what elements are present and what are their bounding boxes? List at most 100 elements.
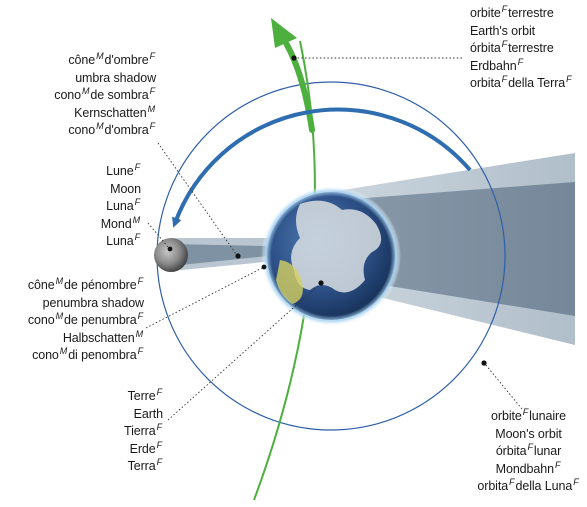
earth-term-4: TerraF (124, 458, 163, 476)
gender-mark: F (156, 387, 163, 397)
earth-atmosphere (261, 186, 401, 326)
umbra-term-1: umbra shadow (54, 70, 156, 88)
leader-lines (145, 57, 523, 421)
moon-globe (154, 238, 188, 272)
earth-term-2: TierraF (124, 423, 163, 441)
term-word: de sombra (90, 88, 149, 103)
gender-mark: F (137, 311, 144, 322)
moon-orbit-arrow (172, 107, 472, 228)
gender-mark: F (149, 51, 156, 61)
leader-earth (167, 283, 321, 421)
earth-orbit-term-1: Earth's orbit (470, 23, 573, 41)
gender-mark: M (132, 214, 141, 225)
term-word: Moon (110, 181, 141, 196)
term-word: Tierra (124, 424, 156, 439)
gender-mark: M (135, 328, 144, 339)
dot-earth (318, 280, 324, 286)
earth-orbit-term-2: órbitaFterrestre (470, 40, 573, 58)
term-word: de penumbra (64, 313, 137, 328)
term-word: de pénombre (64, 278, 137, 292)
term-word: Terre (127, 389, 156, 403)
moon-term-1: Moon (101, 181, 141, 199)
term-word: Mondbahn (495, 461, 554, 476)
dot-umbra (235, 253, 241, 259)
term-word: orbite (470, 6, 501, 20)
term-word: lunar (533, 444, 562, 459)
term-word: Kernschatten (74, 105, 147, 120)
earth-term-1: Earth (124, 406, 163, 424)
earth-umbra-cone (340, 182, 575, 316)
term-word: Luna (106, 234, 134, 249)
moon-orbit-term-4: orbitaFdella LunaF (470, 478, 587, 496)
earth-orbit-term-4: orbitaFdella TerraF (470, 75, 573, 93)
term-word: órbita (495, 444, 527, 459)
gender-mark: F (566, 74, 572, 85)
earth-orbit-term-3: ErdbahnF (470, 56, 573, 76)
leader-umbra (157, 142, 237, 255)
term-word: cône (68, 53, 96, 67)
gender-mark: F (501, 39, 508, 50)
gender-mark: F (573, 477, 579, 488)
term-word: penumbra shadow (42, 295, 144, 310)
gender-mark: F (149, 86, 156, 97)
leader-moon (147, 222, 169, 248)
moon-term-2: LunaF (101, 198, 141, 216)
gender-mark: F (137, 276, 144, 286)
term-word: della Luna (515, 479, 573, 494)
term-word: d'ombre (104, 53, 149, 67)
moon-umbra-cone (171, 244, 268, 266)
term-word: lunaire (529, 409, 566, 423)
gender-mark: M (55, 276, 64, 286)
penumbra-term-4: conoMdi penombraF (28, 347, 144, 365)
earth-term-0: TerreF (124, 388, 163, 406)
moon-term-0: LuneF (101, 163, 141, 181)
dot-moon-orbit (481, 360, 487, 366)
moon-term-4: LunaF (101, 233, 141, 251)
gender-mark: F (517, 56, 524, 67)
moon-orbit-term-0: orbiteFlunaire (470, 408, 587, 426)
term-word: Terra (127, 459, 156, 474)
gender-mark: F (149, 121, 156, 132)
dot-penumbra (261, 264, 267, 270)
penumbra-term-3: HalbschattenM (28, 328, 144, 348)
term-word: cono (54, 88, 82, 103)
term-word: órbita (470, 41, 501, 56)
term-word: della Terra (508, 76, 566, 91)
term-word: cono (32, 348, 59, 363)
gender-mark: F (522, 407, 529, 417)
leader-moon-orbit (484, 363, 523, 410)
term-word: Erdbahn (470, 58, 517, 73)
leader-penumbra (145, 267, 263, 329)
dot-moon (167, 246, 173, 252)
term-word: umbra shadow (75, 70, 156, 85)
dot-earth-orbit (291, 55, 297, 61)
moon-term-3: MondM (101, 214, 141, 234)
gender-mark: F (134, 162, 141, 172)
term-word: orbite (491, 409, 522, 423)
gender-mark: F (134, 232, 141, 243)
gender-mark: F (501, 4, 508, 14)
gender-mark: M (55, 311, 64, 322)
moon-orbit-term-1: Moon's orbit (470, 426, 587, 444)
umbra-term-2: conoMde sombraF (54, 87, 156, 105)
umbra-term-4: conoMd'ombraF (54, 122, 156, 140)
term-word: terrestre (508, 6, 554, 20)
gender-mark: M (96, 121, 104, 132)
term-word: Luna (106, 199, 134, 214)
umbra-term-3: KernschattenM (54, 104, 156, 123)
term-word: Earth (133, 406, 163, 421)
gender-mark: F (156, 439, 163, 450)
term-word: terrestre (508, 41, 554, 56)
gender-mark: F (156, 457, 163, 468)
term-word: Moon's orbit (495, 426, 562, 441)
earth-orbit-term-0: orbiteFterrestre (470, 5, 573, 23)
term-word: Earth's orbit (470, 23, 536, 38)
gender-mark: M (59, 346, 68, 357)
gender-mark: F (554, 459, 561, 470)
gender-mark: M (96, 51, 104, 61)
